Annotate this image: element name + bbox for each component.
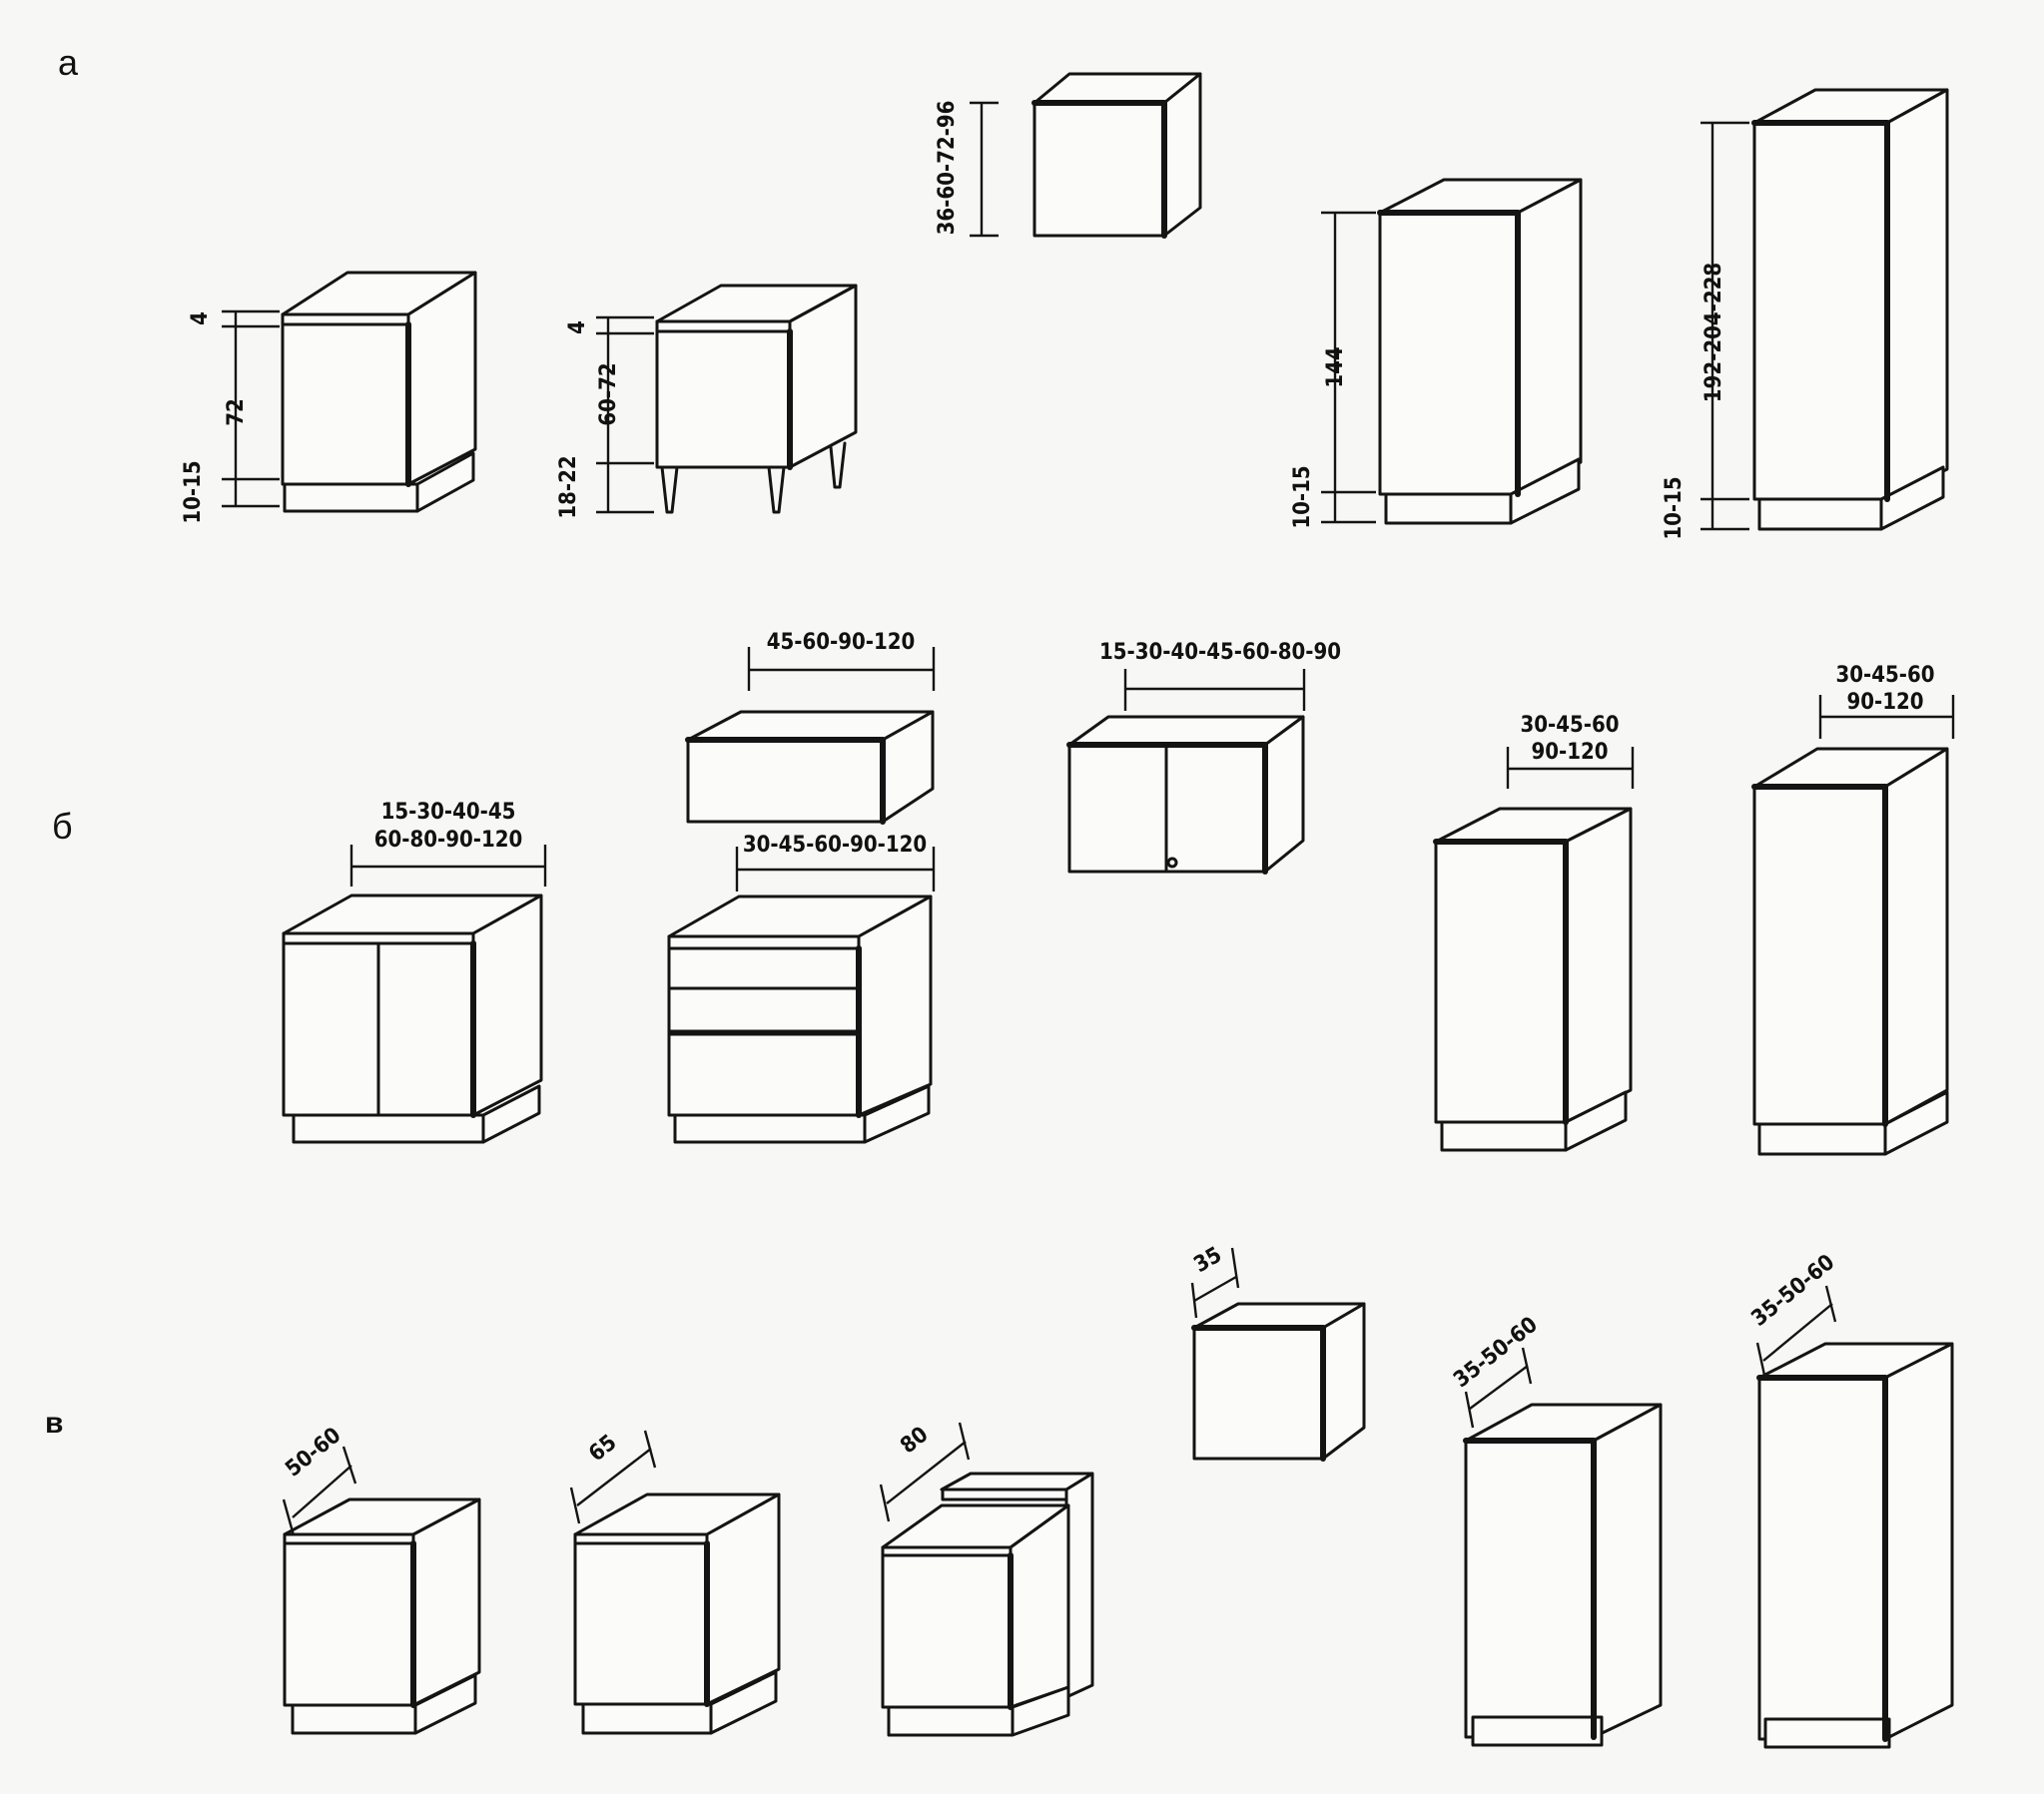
dim-v1-depth: 50-60 [281, 1423, 345, 1482]
dim-v5-depth: 35-50-60 [1449, 1313, 1542, 1394]
dim-v3-depth: 80 [896, 1423, 933, 1460]
cabinet-base-drawers: 30-45-60-90-120 [667, 833, 936, 1144]
dim-a5-plinth: 10-15 [1662, 476, 1687, 539]
dim-a2-top: 4 [565, 320, 590, 334]
dim-v6-depth: 35-50-60 [1747, 1250, 1840, 1332]
dim-a4-body: 144 [1323, 346, 1348, 387]
cabinet-base-two-door: 15-30-40-45 60-80-90-120 [282, 800, 547, 1144]
section-label-a: а [58, 42, 79, 83]
dim-a3-height: 36-60-72-96 [935, 101, 960, 236]
cabinet-wall-low: 45-60-90-120 [685, 630, 936, 825]
dim-b6-line1: 30-45-60 [1835, 663, 1934, 688]
cabinet-wall-unit: 36-60-72-96 [935, 72, 1202, 239]
dim-a2-body: 60-72 [596, 362, 621, 425]
dim-b6-line2: 90-120 [1846, 690, 1923, 715]
cabinet-wall-double: 15-30-40-45-60-80-90 [1066, 640, 1341, 875]
dim-b3-width: 30-45-60-90-120 [743, 833, 927, 858]
dim-a2-legs: 18-22 [556, 455, 581, 518]
cabinet-mid-tall-b: 30-45-60 90-120 [1433, 713, 1635, 1152]
cabinet-base-legs: 4 60-72 18-22 [556, 284, 858, 519]
cabinet-mid-tall-a: 144 10-15 [1290, 178, 1583, 529]
cabinet-depth-wall: 35 [1190, 1243, 1366, 1462]
dim-a1-top: 4 [188, 311, 213, 325]
section-label-b: б [52, 806, 73, 847]
dim-b5-line1: 30-45-60 [1520, 713, 1619, 738]
cabinet-depth-tall: 35-50-60 [1747, 1250, 1954, 1749]
dim-a5-body: 192-204-228 [1702, 263, 1726, 402]
dim-b2-width: 45-60-90-120 [767, 630, 916, 655]
dim-b5-line2: 90-120 [1531, 740, 1608, 765]
cabinet-depth-base-2: 65 [569, 1431, 781, 1735]
cabinet-base-plinth: 4 72 10-15 [181, 271, 477, 524]
dim-v4-depth: 35 [1190, 1243, 1226, 1278]
cabinet-depth-base-3: 80 [879, 1423, 1094, 1737]
cabinet-depth-base-1: 50-60 [281, 1423, 481, 1735]
cabinet-tall-a: 192-204-228 10-15 [1662, 88, 1949, 540]
dim-a1-body: 72 [224, 398, 249, 426]
dim-a1-plinth: 10-15 [181, 460, 206, 523]
dim-b1-line2: 60-80-90-120 [374, 828, 523, 853]
dim-b4-width: 15-30-40-45-60-80-90 [1099, 640, 1341, 665]
dim-v2-depth: 65 [584, 1431, 621, 1468]
dim-b1-line1: 15-30-40-45 [381, 800, 516, 825]
section-label-v: в [45, 1407, 63, 1440]
cabinet-tall-b: 30-45-60 90-120 [1751, 663, 1955, 1156]
dim-a4-plinth: 10-15 [1290, 465, 1315, 528]
cabinet-depth-mid-tall: 35-50-60 [1449, 1313, 1663, 1747]
